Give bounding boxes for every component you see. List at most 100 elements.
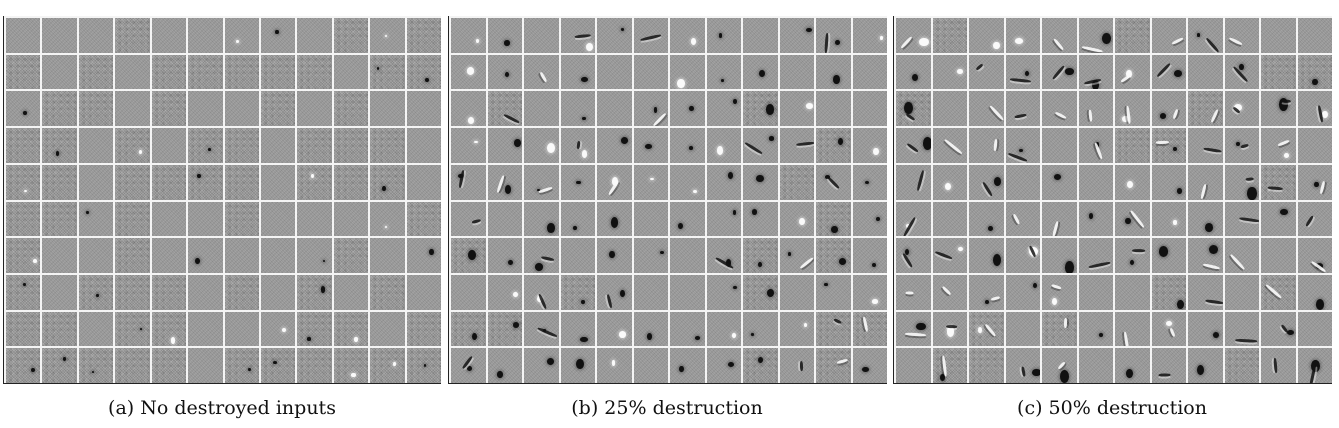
- filter-tile: [779, 128, 814, 163]
- feature-blob: [788, 252, 792, 256]
- filter-tile: [816, 311, 851, 347]
- filter-tile: [1078, 201, 1113, 237]
- feature-blob: [504, 72, 509, 77]
- filter-tile: [42, 238, 77, 273]
- filter-tile: [487, 164, 522, 200]
- filter-tile: [451, 348, 486, 383]
- feature-stroke: [1052, 64, 1066, 80]
- filter-tile: [1297, 348, 1332, 383]
- filter-tile: [969, 274, 1004, 310]
- caption-c: (c) 50% destruction: [1017, 397, 1207, 419]
- feature-blob: [718, 33, 723, 38]
- filter-tile: [224, 201, 259, 237]
- feature-blob: [757, 261, 762, 268]
- feature-blob: [872, 263, 877, 268]
- filter-tile: [370, 238, 405, 273]
- feature-blob: [576, 180, 581, 185]
- filter-tile: [524, 54, 559, 90]
- filter-tile: [816, 348, 851, 383]
- filter-tile: [297, 311, 332, 347]
- feature-blob: [1312, 78, 1318, 85]
- filter-tile: [151, 164, 187, 200]
- filter-tile: [969, 18, 1004, 53]
- filter-tile: [743, 18, 778, 53]
- filter-tile: [779, 91, 814, 127]
- feature-blob: [1059, 370, 1069, 383]
- feature-stroke: [1171, 36, 1185, 45]
- feature-stroke: [1240, 144, 1250, 150]
- filter-tile: [816, 128, 851, 163]
- feature-stroke: [1200, 183, 1208, 199]
- filter-tile: [670, 201, 705, 237]
- feature-blob: [382, 185, 386, 191]
- filter-tile: [896, 311, 931, 347]
- filter-tile: [896, 274, 931, 310]
- feature-stroke: [799, 360, 803, 372]
- filter-tile: [597, 91, 632, 127]
- filter-tile: [1297, 128, 1332, 163]
- filter-tile: [297, 128, 332, 163]
- feature-blob: [497, 371, 503, 378]
- filter-tile: [1151, 348, 1186, 383]
- feature-stroke: [862, 317, 869, 333]
- feature-blob: [476, 39, 480, 43]
- feature-blob: [993, 254, 1002, 267]
- filter-tile: [6, 18, 41, 53]
- feature-blob: [467, 67, 474, 75]
- filter-tile: [6, 238, 41, 273]
- feature-blob: [377, 67, 380, 70]
- feature-blob: [727, 361, 735, 367]
- filter-tile: [151, 18, 187, 53]
- filter-tile: [1042, 238, 1077, 273]
- feature-blob: [23, 283, 26, 287]
- filter-tile: [896, 128, 931, 163]
- filter-tile: [932, 91, 967, 127]
- filter-tile: [597, 274, 632, 310]
- panel-c-filter-grid: [893, 16, 1332, 384]
- filter-tile: [743, 311, 778, 347]
- filter-tile: [487, 238, 522, 273]
- filter-tile: [706, 201, 741, 237]
- filter-tile: [451, 274, 486, 310]
- filter-tile: [115, 311, 150, 347]
- filter-tile: [1115, 91, 1150, 127]
- feature-stroke: [1228, 36, 1243, 46]
- feature-blob: [766, 288, 775, 297]
- feature-blob: [547, 223, 555, 234]
- feature-blob: [1064, 68, 1075, 76]
- filter-tile: [260, 128, 296, 163]
- filter-tile: [1005, 238, 1040, 273]
- filter-tile: [333, 311, 369, 347]
- feature-stroke: [1020, 366, 1026, 377]
- feature-blob: [805, 27, 812, 33]
- filter-tile: [969, 238, 1004, 273]
- feature-blob: [275, 30, 279, 35]
- filter-tile: [1042, 91, 1077, 127]
- filter-tile: [1005, 311, 1040, 347]
- filter-tile: [706, 128, 741, 163]
- filter-tile: [633, 164, 668, 200]
- filter-tile: [1297, 311, 1332, 347]
- filter-tile: [1224, 274, 1259, 310]
- filter-tile: [115, 128, 150, 163]
- feature-blob: [690, 38, 697, 46]
- filter-tile: [896, 18, 931, 53]
- feature-stroke: [1267, 185, 1283, 191]
- feature-blob: [580, 300, 585, 305]
- feature-blob: [659, 251, 664, 255]
- filter-tile: [6, 91, 41, 127]
- filter-tile: [333, 348, 369, 383]
- filter-tile: [633, 91, 668, 127]
- feature-blob: [1173, 220, 1178, 225]
- feature-stroke: [1009, 77, 1031, 83]
- feature-stroke: [1158, 373, 1171, 377]
- filter-tile: [370, 164, 405, 200]
- feature-blob: [916, 322, 926, 331]
- filter-tile: [1151, 274, 1186, 310]
- filter-tile: [1042, 128, 1077, 163]
- filter-tile: [78, 238, 114, 273]
- feature-blob: [677, 222, 683, 229]
- filter-tile: [560, 274, 595, 310]
- filter-tile: [224, 54, 259, 90]
- filter-tile: [1261, 348, 1296, 383]
